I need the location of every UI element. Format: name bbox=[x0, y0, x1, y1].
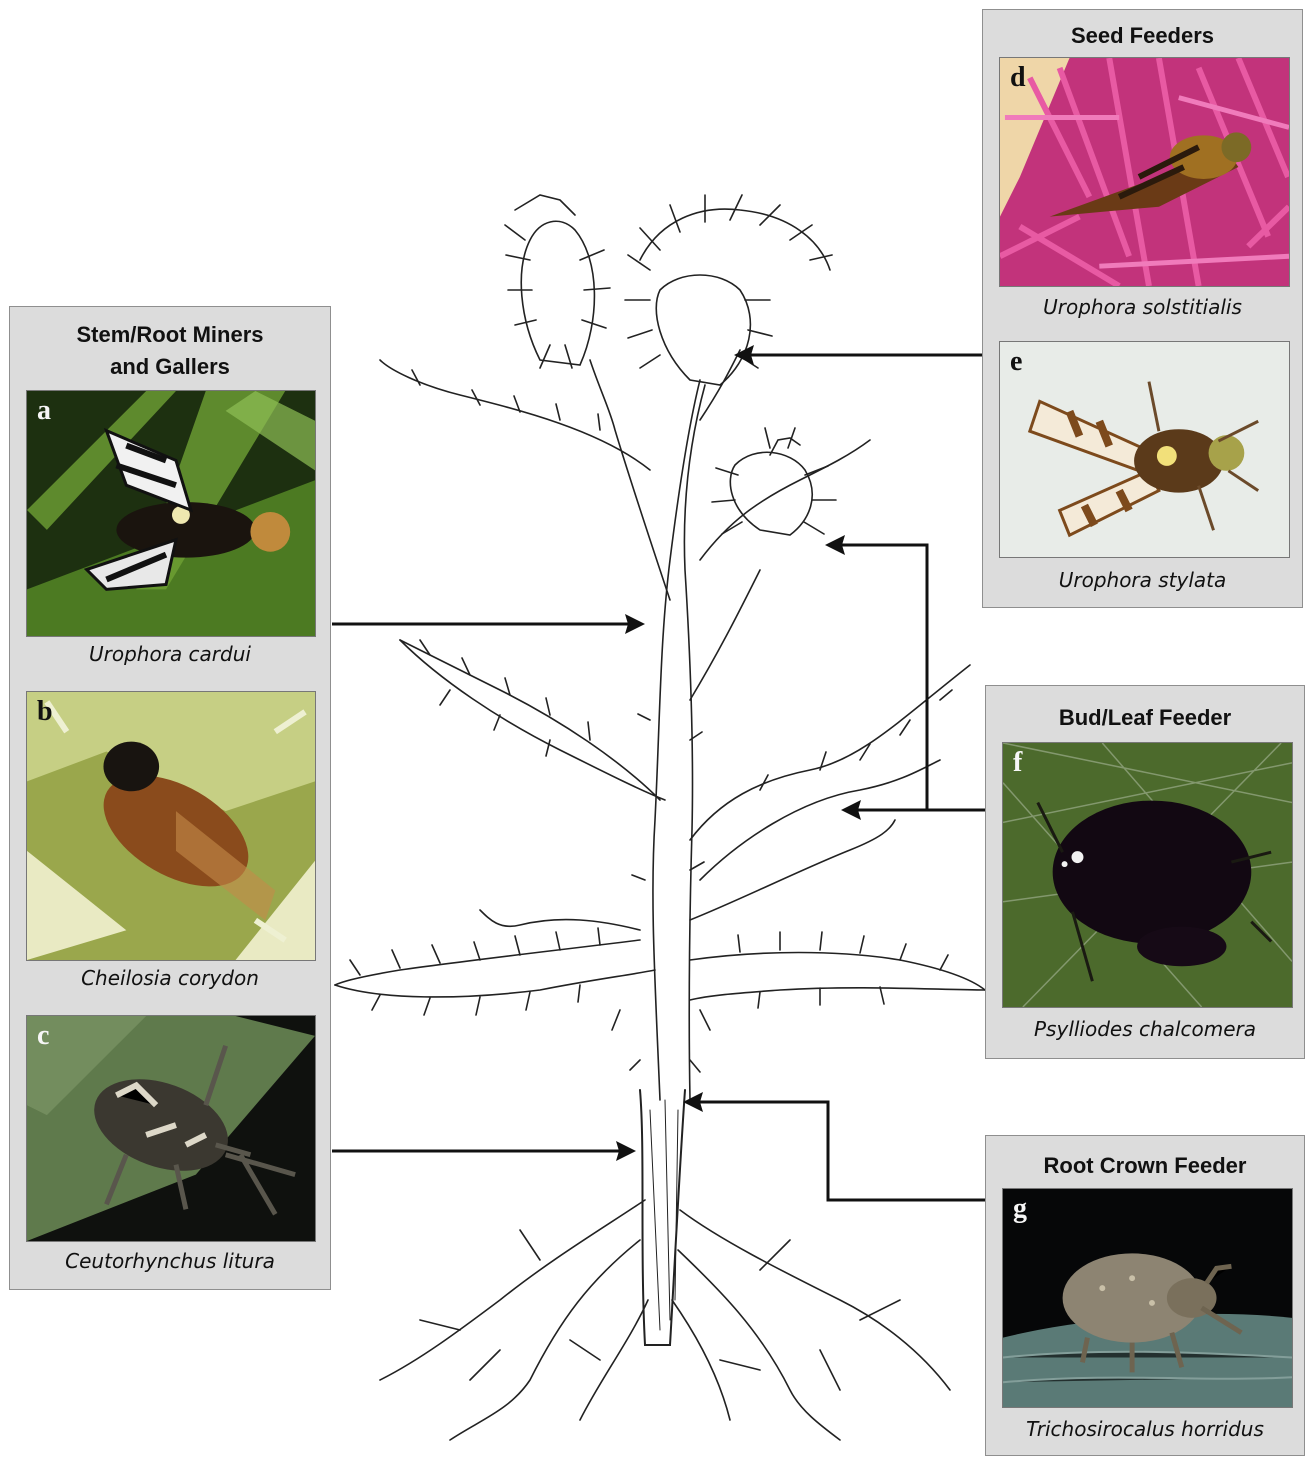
arrow-head bbox=[625, 614, 645, 634]
panel-title: Bud/Leaf Feeder bbox=[986, 702, 1304, 734]
photo-g: g bbox=[1002, 1188, 1293, 1408]
weevil-photo-illustration bbox=[1003, 1189, 1292, 1407]
species-caption: Urophora stylata bbox=[983, 567, 1302, 593]
photo-letter: d bbox=[1010, 62, 1026, 94]
photo-f: f bbox=[1002, 742, 1293, 1008]
weevil-photo-illustration bbox=[27, 1016, 315, 1241]
panel-title: Root Crown Feeder bbox=[986, 1150, 1304, 1182]
arrow-urophora-stylata bbox=[837, 545, 927, 810]
arrow-head bbox=[616, 1141, 636, 1161]
photo-a: a bbox=[26, 390, 316, 637]
root-crown-feeder-panel: Root Crown Feeder g Trichosirocalus horr… bbox=[985, 1135, 1305, 1456]
arrow-head bbox=[683, 1092, 703, 1112]
photo-letter: c bbox=[37, 1020, 49, 1052]
species-caption: Urophora cardui bbox=[10, 641, 330, 667]
photo-letter: b bbox=[37, 696, 53, 728]
arrow-head bbox=[841, 800, 861, 820]
species-caption: Cheilosia corydon bbox=[10, 965, 330, 991]
photo-letter: e bbox=[1010, 346, 1022, 378]
thistle-plant-drawing bbox=[335, 195, 985, 1440]
species-caption: Urophora solstitialis bbox=[983, 294, 1302, 320]
panel-title: Seed Feeders bbox=[983, 20, 1302, 52]
fly-photo-illustration bbox=[1000, 342, 1289, 557]
species-caption: Ceutorhynchus litura bbox=[10, 1248, 330, 1274]
stem-root-miners-panel: Stem/Root Miners and Gallers a Urophora … bbox=[9, 306, 331, 1290]
photo-b: b bbox=[26, 691, 316, 961]
arrow-trichosirocalus bbox=[695, 1102, 985, 1200]
hoverfly-photo-illustration bbox=[27, 692, 315, 960]
species-caption: Psylliodes chalcomera bbox=[986, 1016, 1304, 1042]
title-line-1: Stem/Root Miners bbox=[10, 319, 330, 351]
species-caption: Trichosirocalus horridus bbox=[986, 1416, 1304, 1442]
photo-letter: g bbox=[1013, 1193, 1027, 1225]
fly-photo-illustration bbox=[27, 391, 315, 636]
photo-letter: a bbox=[37, 395, 51, 427]
beetle-photo-illustration bbox=[1003, 743, 1292, 1007]
arrow-head bbox=[825, 535, 845, 555]
photo-e: e bbox=[999, 341, 1290, 558]
photo-letter: f bbox=[1013, 747, 1022, 779]
bud-leaf-feeder-panel: Bud/Leaf Feeder f Psylliodes chalcomera bbox=[985, 685, 1305, 1059]
fly-on-flower-photo-illustration bbox=[1000, 58, 1289, 286]
arrow-head bbox=[734, 345, 754, 365]
photo-d: d bbox=[999, 57, 1290, 287]
photo-c: c bbox=[26, 1015, 316, 1242]
seed-feeders-panel: Seed Feeders d Urophora solstitialis e U… bbox=[982, 9, 1303, 608]
panel-title: Stem/Root Miners and Gallers bbox=[10, 319, 330, 383]
title-line-2: and Gallers bbox=[10, 351, 330, 383]
